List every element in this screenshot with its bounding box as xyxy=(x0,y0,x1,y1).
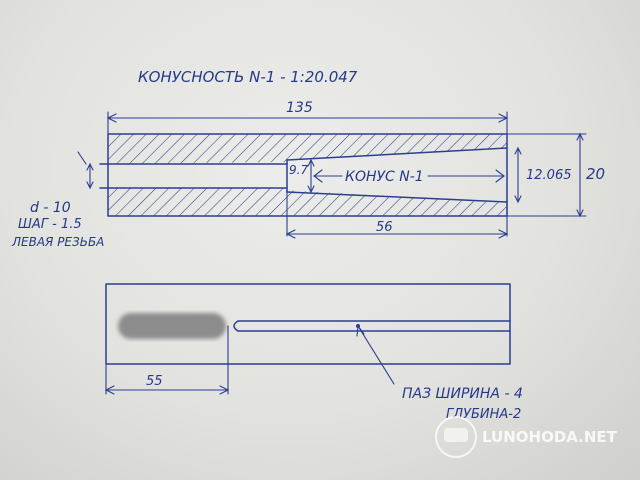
blurred-marking xyxy=(118,313,226,339)
arrow-right-icon xyxy=(219,385,230,395)
arrow-left-icon xyxy=(285,229,296,239)
slot-note-depth: ГЛУБИНА-2 xyxy=(446,407,521,422)
slot-end xyxy=(233,320,239,332)
thread-note-hand: ЛЕВАЯ РЕЗЬБА xyxy=(11,235,104,249)
thread-note: d - 10 ШАГ - 1.5 ЛЕВАЯ РЕЗЬБА xyxy=(11,200,104,249)
arrow-down-icon xyxy=(307,185,315,194)
cone-label: КОНУС N-1 xyxy=(345,169,424,185)
thread-note-pitch: ШАГ - 1.5 xyxy=(18,217,82,232)
hatch-lower xyxy=(108,188,507,216)
slot-note-width: ПАЗ ШИРИНА - 4 xyxy=(402,386,523,402)
cone-bottom xyxy=(286,191,508,203)
bottom-view: 55 ПАЗ ШИРИНА - 4 ГЛУБИНА-2 xyxy=(104,283,523,422)
top-view: 135 9.7 КОНУС N-1 xyxy=(77,100,605,239)
dim-offset: 55 xyxy=(146,374,163,389)
arrow-left-icon xyxy=(104,385,115,395)
arrow-down-icon xyxy=(86,181,94,190)
arrow-right-icon xyxy=(498,229,509,239)
watermark: LUNOHODA.NET xyxy=(435,416,618,458)
arrow-up-icon xyxy=(307,158,315,167)
dim-outer-dia: 20 xyxy=(586,165,605,183)
arrow-up-icon xyxy=(86,162,94,171)
drawing-title: КОНУСНОСТЬ N-1 - 1:20.047 xyxy=(138,68,358,86)
arrow-up-icon xyxy=(356,324,365,337)
arrow-down-icon xyxy=(576,209,584,218)
leader-slot xyxy=(357,325,395,385)
arrow-up-icon xyxy=(576,132,584,141)
watermark-rover-icon xyxy=(444,428,468,442)
dim-cone-length: 56 xyxy=(376,220,393,235)
dim-total-length: 135 xyxy=(286,100,313,116)
thread-note-diameter: d - 10 xyxy=(30,200,71,216)
dim-small-dia: 9.7 xyxy=(289,163,308,177)
cone-top xyxy=(286,147,508,161)
arrow-up-icon xyxy=(514,146,522,155)
dim-big-dia: 12.065 xyxy=(526,168,572,183)
leader-thread xyxy=(77,151,87,165)
arrow-right-icon xyxy=(495,169,505,183)
arrow-down-icon xyxy=(514,195,522,204)
watermark-text: LUNOHODA.NET xyxy=(482,428,618,446)
bottom-body-outline xyxy=(105,283,511,365)
watermark-logo-icon xyxy=(435,416,477,458)
hatch-upper xyxy=(108,134,507,164)
